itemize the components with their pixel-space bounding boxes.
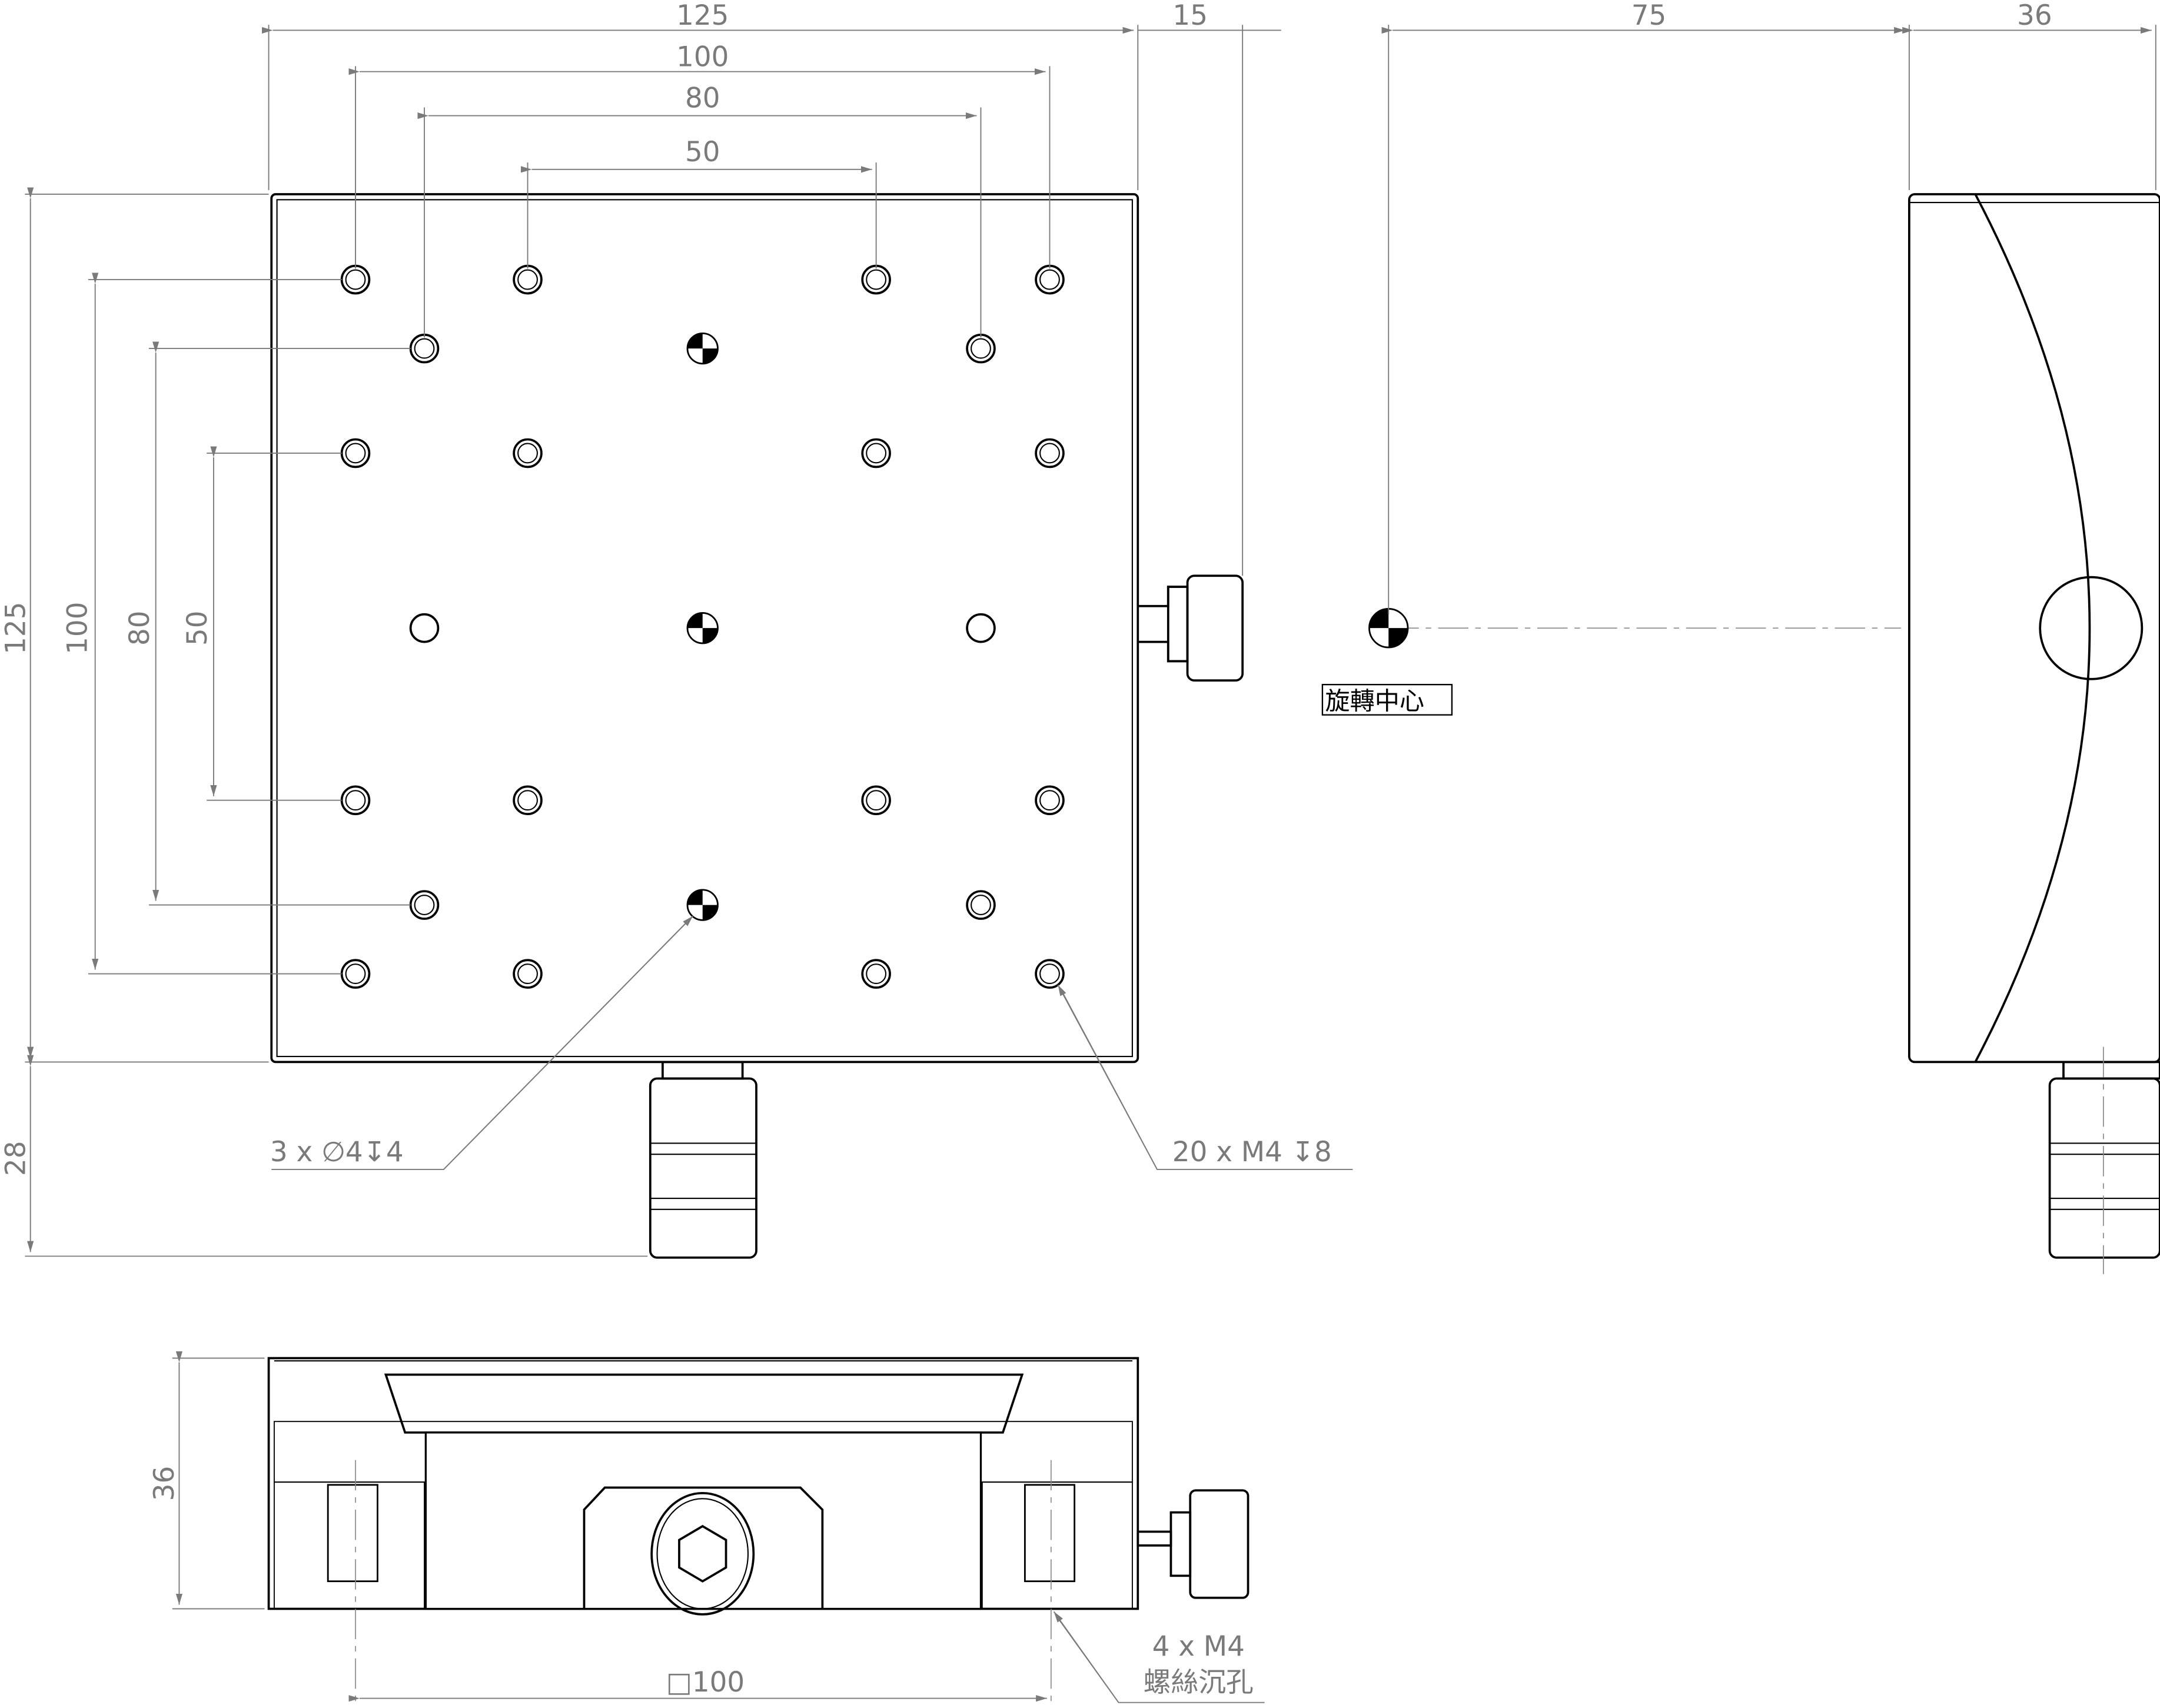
m4-hole	[513, 438, 543, 468]
datum-hole-icon	[686, 889, 719, 921]
callout-counterbore-line2: 螺絲沉孔	[1144, 1667, 1254, 1699]
m4-hole	[513, 959, 543, 989]
m4-hole	[861, 959, 891, 989]
m4-hole	[513, 785, 543, 816]
rotation-center-icon	[1368, 608, 1409, 649]
m4-hole	[861, 438, 891, 468]
m4-hole	[966, 890, 996, 920]
dim-100-left: 100	[62, 602, 94, 654]
dim-100-top: 100	[676, 41, 729, 73]
dim-75: 75	[1631, 0, 1667, 32]
top-dimensions: 125 15 100 80 50	[261, 0, 1281, 576]
dim-80-left: 80	[124, 610, 156, 646]
dim-125-left: 125	[0, 602, 32, 654]
dim-36-section: 36	[149, 1466, 181, 1501]
m4-hole	[861, 785, 891, 816]
left-dimensions: 125 100 80 50 28	[0, 187, 648, 1257]
hole-pattern	[340, 264, 1065, 989]
top-view	[270, 193, 1244, 1259]
dim-125-top: 125	[676, 0, 729, 32]
side-view: 旋轉中心 75 36	[1321, 0, 2160, 1274]
dim-28: 28	[0, 1141, 32, 1176]
dim-15: 15	[1172, 0, 1208, 32]
callout-tapped-holes: 20 x M4 ↧8	[1172, 1137, 1332, 1168]
dim-square-100: □100	[666, 1667, 745, 1699]
dim-36-side: 36	[2017, 0, 2052, 32]
dim-80-top: 80	[685, 83, 720, 115]
m4-hole	[1035, 785, 1065, 816]
callout-dowel-holes: 3 x ∅4↧4	[270, 1137, 404, 1168]
rotation-center-label: 旋轉中心	[1325, 686, 1424, 715]
datum-hole-icon	[686, 332, 719, 365]
callouts: 3 x ∅4↧4 20 x M4 ↧8	[270, 915, 1353, 1170]
section-view: 36 □100 4 x M4 螺絲沉孔	[149, 1351, 1265, 1708]
dim-50-left: 50	[182, 610, 214, 646]
callout-counterbore-line1: 4 x M4	[1152, 1631, 1245, 1663]
m4-hole	[966, 613, 996, 643]
m4-hole	[1035, 438, 1065, 468]
m4-hole	[409, 613, 440, 643]
datum-hole-icon	[686, 612, 719, 644]
m4-hole	[1035, 959, 1065, 989]
dim-50-top: 50	[685, 137, 720, 168]
